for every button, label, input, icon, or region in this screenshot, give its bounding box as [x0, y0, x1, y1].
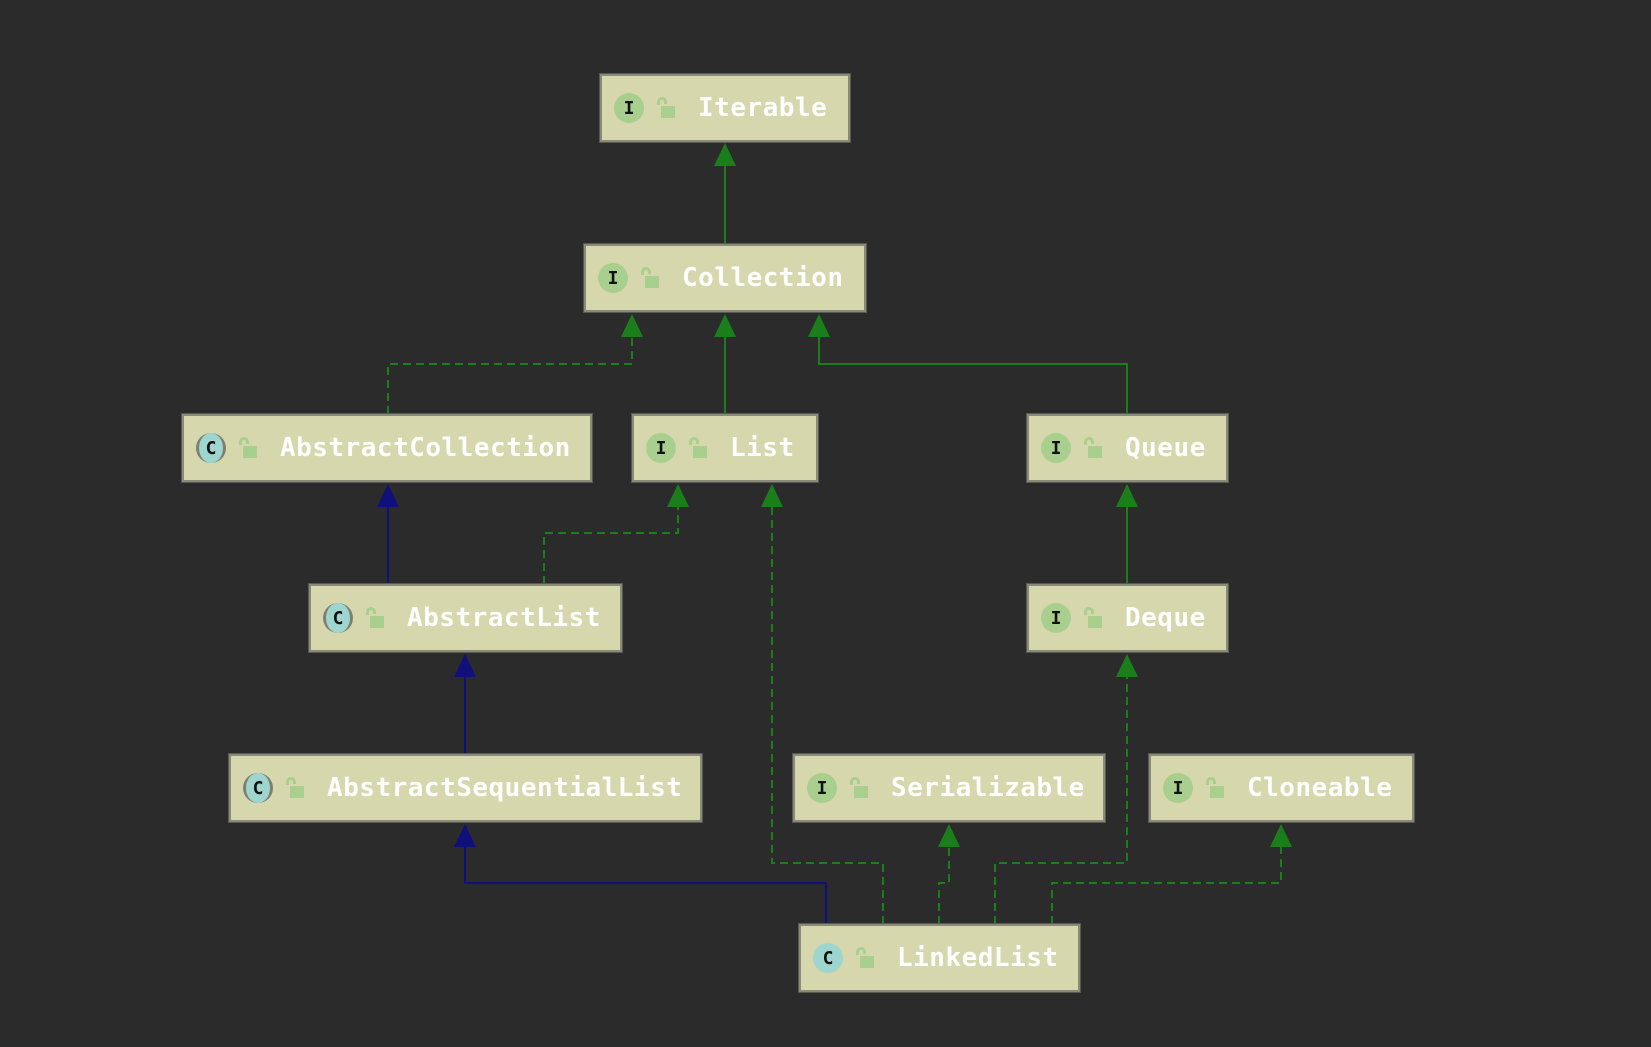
node-label: AbstractCollection: [280, 433, 571, 463]
unlocked-icon: [1206, 777, 1224, 798]
interface-icon: I: [807, 773, 837, 803]
unlocked-icon: [850, 777, 868, 798]
arrowhead: [1116, 484, 1138, 507]
node-label: Iterable: [698, 93, 828, 123]
unlocked-icon: [641, 267, 659, 288]
arrowhead: [454, 824, 476, 847]
node-abstract-sequential-list[interactable]: C AbstractSequentialList: [229, 754, 702, 822]
edge-linkedlist-abstractsequentiallist: [464, 844, 827, 924]
interface-icon: I: [598, 263, 628, 293]
arrowhead: [1116, 654, 1138, 677]
node-label: Cloneable: [1247, 773, 1393, 803]
unlocked-icon: [1084, 607, 1102, 628]
node-label: LinkedList: [897, 943, 1059, 973]
unlocked-icon: [657, 97, 675, 118]
node-label: Collection: [682, 263, 844, 293]
unlocked-icon: [689, 437, 707, 458]
edge-linkedlist-deque: [994, 674, 1128, 924]
interface-icon: I: [646, 433, 676, 463]
unlocked-icon: [856, 947, 874, 968]
arrowhead: [1270, 824, 1292, 847]
node-queue[interactable]: I Queue: [1027, 414, 1228, 482]
arrowhead: [667, 484, 689, 507]
edge-queue-collection: [818, 334, 1128, 414]
arrowhead: [938, 824, 960, 847]
unlocked-icon: [239, 437, 257, 458]
class-icon: C: [813, 943, 843, 973]
node-serializable[interactable]: I Serializable: [793, 754, 1105, 822]
node-label: Queue: [1125, 433, 1206, 463]
arrowhead: [377, 484, 399, 507]
abstract-class-icon: C: [196, 433, 226, 463]
abstract-class-icon: C: [323, 603, 353, 633]
node-label: Deque: [1125, 603, 1206, 633]
edge-abstractlist-list: [543, 504, 679, 584]
interface-icon: I: [1041, 433, 1071, 463]
arrowhead: [761, 484, 783, 507]
interface-icon: I: [1041, 603, 1071, 633]
node-label: AbstractList: [407, 603, 601, 633]
edge-linkedlist-serializable: [938, 844, 950, 924]
unlocked-icon: [1084, 437, 1102, 458]
node-iterable[interactable]: I Iterable: [600, 74, 850, 142]
node-deque[interactable]: I Deque: [1027, 584, 1228, 652]
node-abstract-collection[interactable]: C AbstractCollection: [182, 414, 592, 482]
unlocked-icon: [366, 607, 384, 628]
abstract-class-icon: C: [243, 773, 273, 803]
arrowhead: [621, 314, 643, 337]
node-label: AbstractSequentialList: [327, 773, 683, 803]
arrowhead: [714, 143, 736, 166]
interface-icon: I: [1163, 773, 1193, 803]
arrowhead: [714, 314, 736, 337]
node-linked-list[interactable]: C LinkedList: [799, 924, 1080, 992]
edge-linkedlist-cloneable: [1051, 844, 1282, 924]
edge-linkedlist-list: [771, 504, 884, 924]
node-abstract-list[interactable]: C AbstractList: [309, 584, 622, 652]
arrowhead: [808, 314, 830, 337]
node-label: Serializable: [891, 773, 1085, 803]
unlocked-icon: [286, 777, 304, 798]
interface-icon: I: [614, 93, 644, 123]
node-label: List: [730, 433, 795, 463]
node-collection[interactable]: I Collection: [584, 244, 866, 312]
node-cloneable[interactable]: I Cloneable: [1149, 754, 1414, 822]
arrowhead: [454, 654, 476, 677]
edge-abstractcollection-collection: [387, 334, 633, 414]
node-list[interactable]: I List: [632, 414, 818, 482]
